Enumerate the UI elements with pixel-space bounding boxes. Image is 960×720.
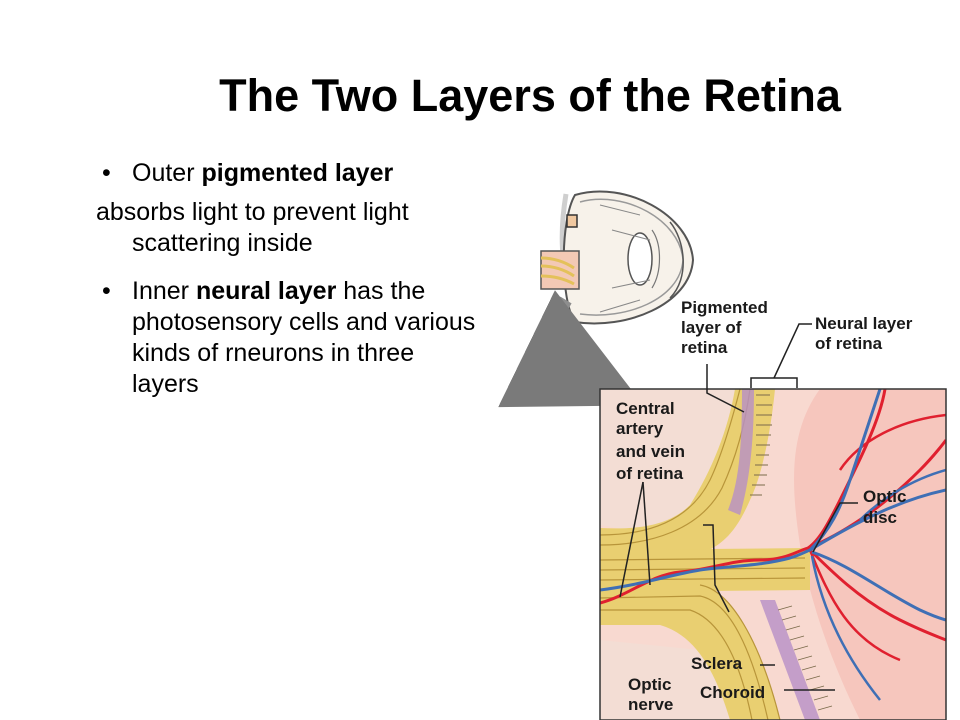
label-sclera: Sclera <box>691 654 743 673</box>
pointer-lines <box>619 323 858 691</box>
label-optic-disc-1: Optic <box>863 487 906 506</box>
bullet-outer-layer: • Outer pigmented layer <box>96 158 566 189</box>
bullet-outer-prefix: Outer <box>132 159 202 187</box>
label-central-1: Central <box>616 399 675 418</box>
label-central-3: and vein <box>616 442 685 461</box>
bullet-inner-line-3: kinds of rneurons in three <box>132 339 415 367</box>
bullet-inner-line-2: photosensory cells and various <box>132 308 476 336</box>
label-optic-nerve-1: Optic <box>628 675 671 694</box>
bullet-inner-line-1: has the <box>336 277 426 305</box>
bullet-outer-bold: pigmented layer <box>201 159 394 187</box>
bullet-dot: • <box>102 159 111 187</box>
label-pigmented-2: layer of <box>681 318 742 337</box>
label-optic-disc-2: disc <box>863 508 897 527</box>
outer-desc-line-2: scattering inside <box>132 229 313 257</box>
slide-body: • Outer pigmented layer absorbs light to… <box>96 158 566 400</box>
label-pigmented-1: Pigmented <box>681 298 768 317</box>
retina-detail <box>600 389 946 720</box>
outer-layer-description: absorbs light to prevent light scatterin… <box>96 197 566 259</box>
bullet-inner-bold: neural layer <box>195 277 337 305</box>
bullet-inner-layer: • Inner neural layer has the photosensor… <box>96 276 566 400</box>
zoom-arrow <box>498 290 644 408</box>
bullet-dot: • <box>102 277 111 305</box>
bullet-inner-line-4: layers <box>132 370 199 398</box>
label-central-2: artery <box>616 419 664 438</box>
outer-desc-line-1: absorbs light to prevent light <box>96 198 409 226</box>
bullet-inner-prefix: Inner <box>132 277 196 305</box>
label-pigmented-3: retina <box>681 338 728 357</box>
label-neural-2: of retina <box>815 334 883 353</box>
label-neural-1: Neural layer <box>815 314 913 333</box>
label-optic-nerve-2: nerve <box>628 695 673 714</box>
page-title: The Two Layers of the Retina <box>219 70 841 121</box>
detail-frame <box>599 388 947 720</box>
label-choroid: Choroid <box>700 683 765 702</box>
label-central-4: of retina <box>616 464 684 483</box>
